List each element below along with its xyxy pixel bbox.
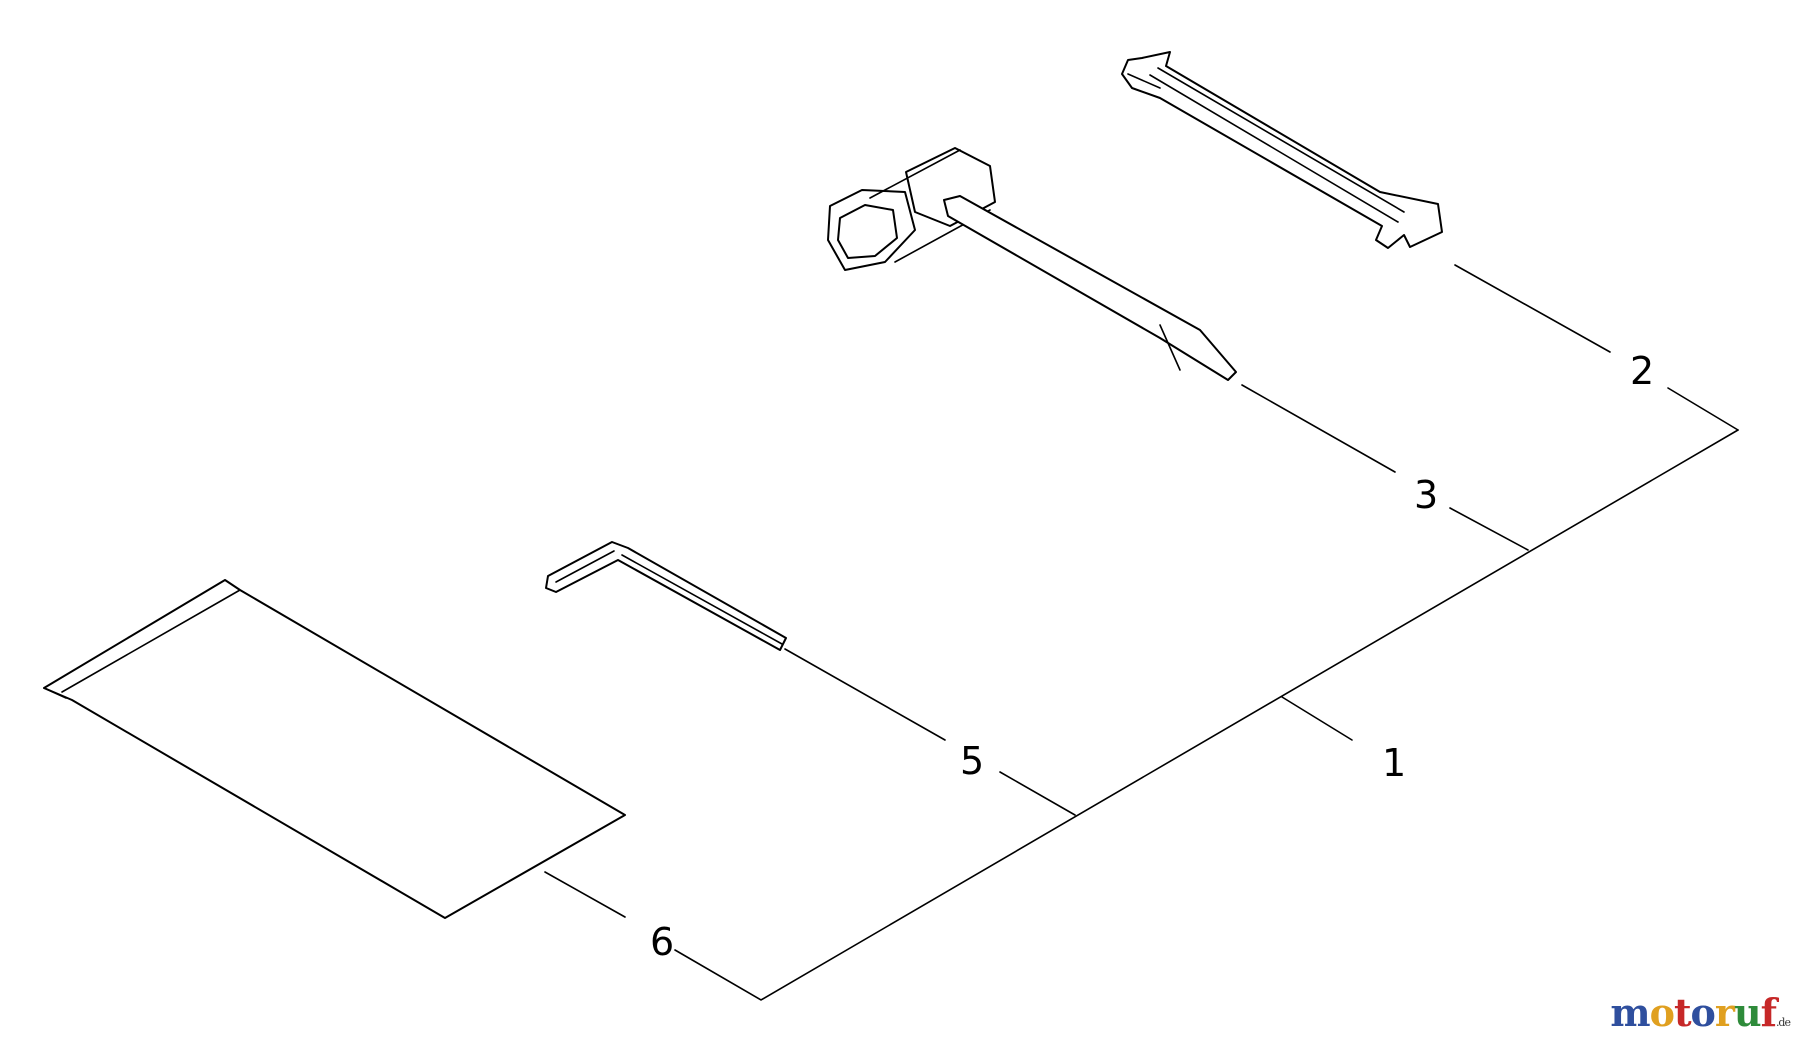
callout-5: 5 (960, 739, 984, 783)
plug-socket-wrench-icon (827, 147, 1237, 381)
leader-line-manual (544, 871, 626, 918)
manual-sheet-icon (43, 579, 626, 919)
callout-2: 2 (1630, 349, 1654, 393)
leader-line-hex-key-lower (999, 771, 1076, 816)
leader-line-plug-wrench (1241, 384, 1396, 473)
callout-1: 1 (1382, 741, 1406, 785)
leader-line-wrench (1454, 264, 1611, 353)
leader-line-kit (1281, 696, 1353, 741)
kit-bracket-line (1667, 387, 1739, 431)
motoruf-watermark-logo: motoruf.de (1610, 990, 1791, 1035)
leader-line-plug-wrench-lower (1449, 507, 1529, 551)
callout-6: 6 (650, 920, 674, 964)
kit-bracket-line-main (674, 429, 1739, 1001)
leader-line-hex-key (784, 648, 946, 741)
open-end-wrench-icon (1121, 51, 1443, 249)
hex-key-icon (545, 541, 787, 651)
callout-3: 3 (1414, 473, 1438, 517)
